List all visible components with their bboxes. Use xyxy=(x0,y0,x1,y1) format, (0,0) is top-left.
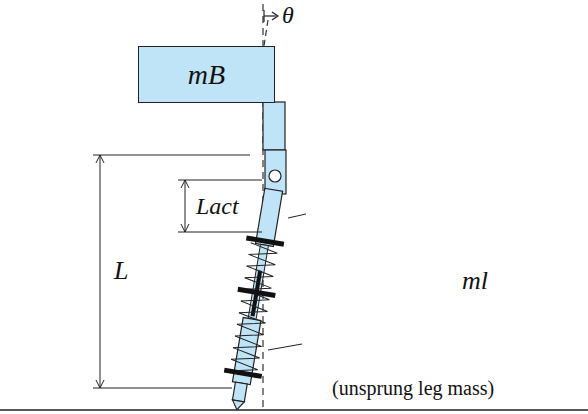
lower-collar xyxy=(224,370,261,376)
body-box: mB xyxy=(138,46,275,103)
ground xyxy=(0,409,588,411)
body-stem xyxy=(263,102,285,150)
mass-label: mB xyxy=(188,61,225,89)
note: (unsprung leg mass) xyxy=(332,378,494,398)
leader-line xyxy=(288,214,306,218)
dimension-arrows xyxy=(181,180,189,232)
dimension-extension xyxy=(178,180,262,181)
dimension-extension xyxy=(93,388,232,389)
foot xyxy=(232,382,247,402)
dimension-label: L xyxy=(114,258,128,284)
dimension-extension xyxy=(93,155,250,156)
pivot xyxy=(269,170,281,182)
spring-coil xyxy=(229,243,278,376)
angle-label: θ xyxy=(282,3,294,27)
upper-collar xyxy=(246,238,283,244)
dimension-line xyxy=(185,180,186,232)
leg xyxy=(218,187,292,413)
angle-arrow xyxy=(264,15,276,16)
foot-tip xyxy=(231,400,244,411)
dimension-extension xyxy=(178,232,262,233)
dimension-arrows xyxy=(96,155,104,388)
leader-line xyxy=(268,344,302,350)
dimension-label: Lact xyxy=(196,194,239,218)
leg-axis xyxy=(264,20,268,46)
dimension-line xyxy=(100,155,101,388)
hip-joint xyxy=(265,150,286,194)
middle-collar xyxy=(238,289,275,295)
mass-label: ml xyxy=(462,268,488,294)
angle-arrowhead xyxy=(272,12,278,20)
